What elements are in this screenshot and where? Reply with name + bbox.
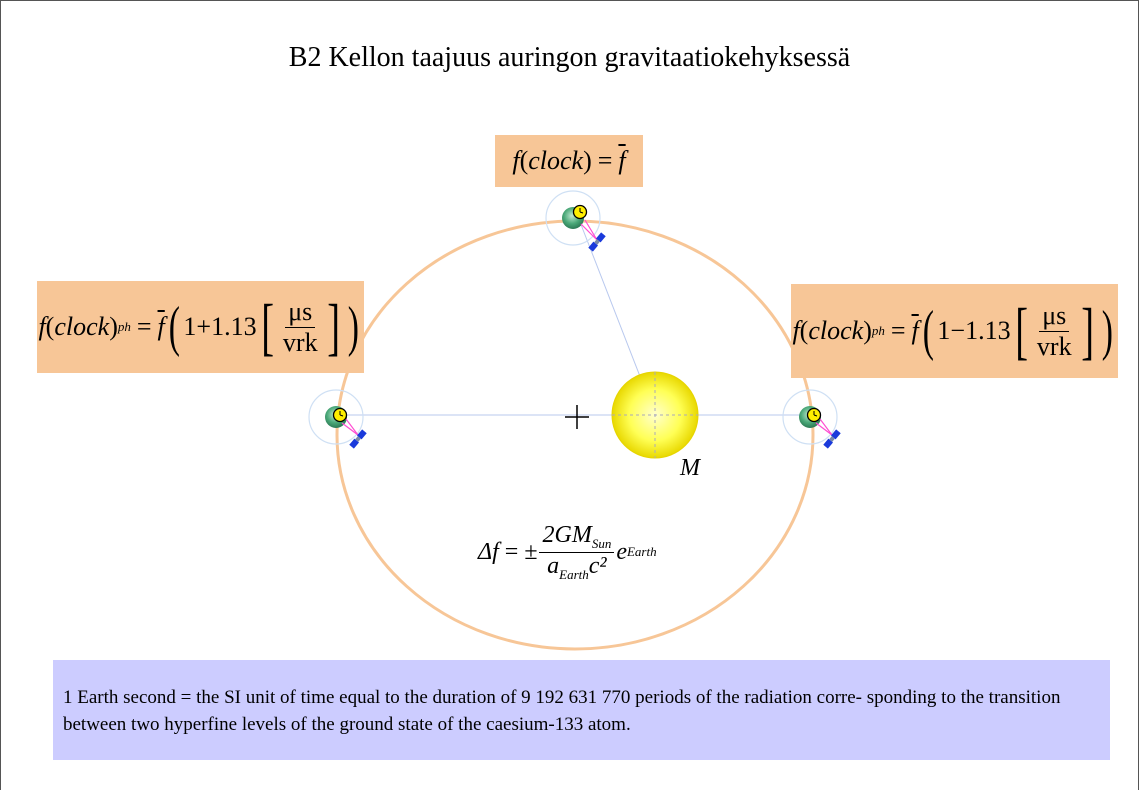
formula-left-subscript: ph [117, 319, 131, 334]
delta-den: a [547, 552, 560, 579]
satellite-icon [588, 232, 606, 252]
clock-icon [572, 204, 588, 220]
formula-right-one: 1 [937, 316, 951, 345]
delta-den-tail: c² [588, 552, 607, 579]
formula-right-unit-den: vrk [1036, 331, 1072, 361]
delta-factor-sub: Earth [626, 544, 657, 559]
formula-left-coefficient: 1.13 [211, 312, 257, 341]
formula-right-fbar: f [911, 316, 919, 345]
formula-left-one: 1 [183, 312, 197, 341]
formula-right-subscript: ph [871, 323, 885, 338]
formula-box-left: f (clock)ph = f ( 1 + 1.13 [ μs vrk ] ) [37, 281, 364, 373]
slide-border-left [0, 0, 1, 790]
formula-left-func: f [38, 312, 46, 341]
formula-right-sign: − [950, 316, 966, 345]
formula-left-sign: + [196, 312, 212, 341]
formula-right-unit: μs vrk [1034, 301, 1075, 362]
formula-top-arg: clock [528, 146, 584, 175]
formula-top-func: f [512, 146, 520, 175]
formula-left-unit-num: μs [285, 297, 316, 328]
delta-num-sub: Sun [591, 535, 612, 551]
formula-right-coefficient: 1.13 [965, 316, 1011, 345]
formula-left-arg: clock [54, 312, 110, 341]
delta-factor: e [616, 538, 627, 565]
formula-left-unit: μs vrk [280, 297, 321, 358]
formula-box-top: f (clock) = f [495, 135, 643, 187]
formula-left-unit-den: vrk [282, 327, 318, 357]
formula-right-func: f [792, 316, 800, 345]
formula-right-equals: = [890, 316, 906, 345]
delta-num: 2GM [542, 521, 592, 548]
slide-border-top [0, 0, 1139, 1]
formula-top-fbar: f [618, 146, 626, 175]
earth-left-group [308, 389, 367, 449]
clock-icon [806, 407, 822, 423]
formula-left-fbar: f [157, 312, 165, 341]
delta-equals: = [504, 538, 519, 565]
formula-right-arg: clock [808, 316, 864, 345]
orbit-center-marker [565, 405, 589, 429]
satellite-icon [823, 429, 841, 449]
delta-pm: ± [524, 538, 538, 565]
formula-top-equals: = [597, 146, 613, 175]
formula-left-equals: = [136, 312, 152, 341]
earth-top-group [545, 190, 606, 252]
delta-fraction: 2GMSun aEarthc² [539, 521, 615, 583]
clock-icon [332, 407, 348, 423]
sun-mass-label: M [680, 455, 700, 481]
satellite-icon [349, 429, 367, 449]
delta-den-sub: Earth [559, 566, 589, 582]
sun-icon [611, 371, 699, 459]
formula-right-unit-num: μs [1039, 301, 1070, 332]
formula-box-right: f (clock)ph = f ( 1 − 1.13 [ μs vrk ] ) [791, 284, 1118, 378]
delta-lhs: Δf [478, 538, 499, 565]
si-second-definition-note: 1 Earth second = the SI unit of time equ… [53, 660, 1110, 760]
earth-right-group [782, 389, 841, 449]
slide-title: B2 Kellon taajuus auringon gravitaatioke… [288, 42, 851, 73]
